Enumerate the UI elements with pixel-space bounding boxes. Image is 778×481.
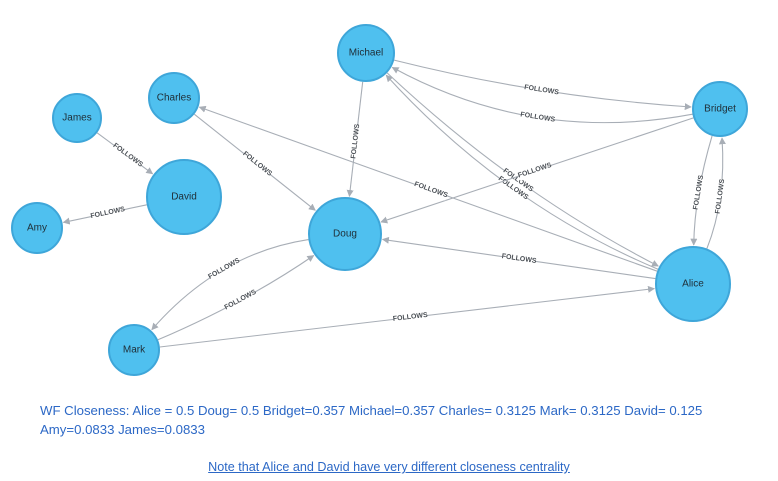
edge-bridget-to-michael[interactable]: FOLLOWS [391,66,693,126]
edge-label: FOLLOWS [350,123,361,159]
node-label: Doug [333,229,357,240]
edge-label-background [392,310,428,325]
edge-label-background [240,149,274,179]
node-doug[interactable]: Doug [308,197,382,271]
node-david[interactable]: David [146,159,222,235]
edge-mark-to-alice[interactable]: FOLLOWS [159,285,655,348]
node-amy[interactable]: Amy [11,202,63,254]
node-label: James [62,113,91,124]
node-alice[interactable]: Alice [655,246,731,322]
graph-canvas: FOLLOWS FOLLOWS FOLLOWS FOLLOWS FOLLOWS FOLLO… [11,24,748,376]
node-circle [308,197,382,271]
edge-label-background [713,178,728,214]
closeness-summary: WF Closeness: Alice = 0.5 Doug= 0.5 Brid… [40,403,703,437]
edge-bridget-to-alice[interactable]: FOLLOWS [690,135,713,246]
edge-label-group: FOLLOWS [348,123,363,159]
edge-label-group: FOLLOWS [520,109,556,126]
edge-label: FOLLOWS [223,289,257,312]
edge-alice-to-charles[interactable]: FOLLOWS [198,105,658,272]
edge-bridget-to-doug[interactable]: FOLLOWS [380,117,694,224]
node-label: Alice [682,279,704,290]
edge-label-group: FOLLOWS [691,174,707,210]
edge-alice-to-bridget[interactable]: FOLLOWS [706,137,728,249]
edge-doug-to-mark[interactable]: FOLLOWS [151,239,309,331]
edge-label-background [223,287,258,313]
node-michael[interactable]: Michael [337,24,395,82]
edge-label-group: FOLLOWS [501,251,537,267]
node-bridget[interactable]: Bridget [692,81,748,137]
node-circle [108,324,160,376]
edge-label-group: FOLLOWS [240,149,274,179]
edge-label: FOLLOWS [207,257,241,281]
node-circle [148,72,200,124]
edge-label-group: FOLLOWS [111,141,145,170]
edge-mark-to-doug[interactable]: FOLLOWS [157,255,315,341]
edge-label-background [206,256,242,282]
node-label: Mark [123,345,146,356]
edge-label-group: FOLLOWS [392,310,429,325]
edge-label: FOLLOWS [501,253,537,265]
edge-label-group: FOLLOWS [713,178,728,214]
node-circle [146,159,222,235]
edge-label-background [111,141,145,170]
edge-line [151,239,309,331]
edge-james-to-david[interactable]: FOLLOWS [96,132,154,175]
edge-michael-to-bridget[interactable]: FOLLOWS [393,59,692,111]
node-label: Bridget [704,104,736,115]
edge-label-background [523,82,560,98]
edge-label-background [520,109,556,126]
edge-alice-to-doug[interactable]: FOLLOWS [381,236,656,280]
node-circle [337,24,395,82]
node-label: David [171,192,197,203]
edge-label-background [348,123,363,159]
edge-line [393,59,692,111]
edge-label-background [501,166,535,195]
edge-michael-to-doug[interactable]: FOLLOWS [346,81,364,197]
edge-label-background [90,204,126,222]
edge-label: FOLLOWS [241,150,273,177]
edge-label-group: FOLLOWS [523,82,560,98]
edge-label-group: FOLLOWS [517,160,553,181]
node-label: Charles [157,93,191,104]
edge-label-background [413,179,449,201]
edge-label-background [501,251,537,267]
node-charles[interactable]: Charles [148,72,200,124]
node-label: Amy [27,223,47,234]
node-james[interactable]: James [52,93,102,143]
centrality-note-link[interactable]: Note that Alice and David have very diff… [208,460,570,474]
node-label: Michael [349,48,383,59]
edge-label: FOLLOWS [112,142,145,169]
node-circle [52,93,102,143]
node-circle [11,202,63,254]
edge-label: FOLLOWS [393,312,429,323]
edge-label: FOLLOWS [715,178,727,214]
edge-label-group: FOLLOWS [206,256,242,282]
edge-label-background [691,174,707,211]
edge-label-group: FOLLOWS [413,179,449,201]
edge-label-group: FOLLOWS [223,287,258,313]
edge-label-group: FOLLOWS [90,204,126,222]
edge-david-to-amy[interactable]: FOLLOWS [62,204,147,225]
edge-label-background [517,160,553,181]
node-circle [692,81,748,137]
node-circle [655,246,731,322]
node-mark[interactable]: Mark [108,324,160,376]
